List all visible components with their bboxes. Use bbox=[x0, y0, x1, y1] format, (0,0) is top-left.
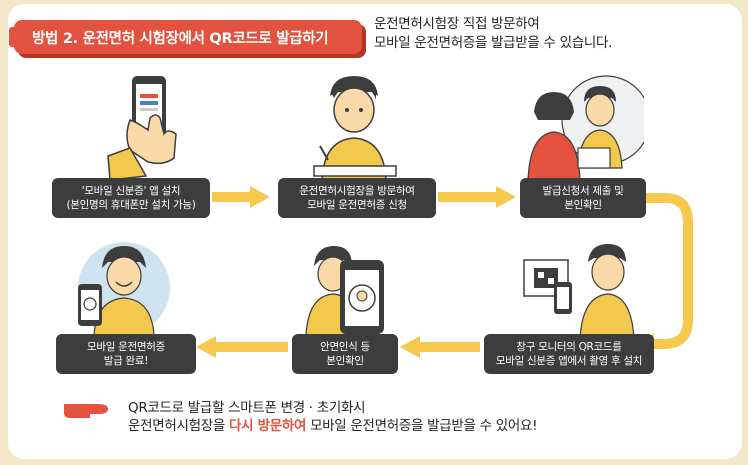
step-5-box: 안면인식 등 본인확인 bbox=[292, 334, 398, 374]
step-5-line-1: 안면인식 등 bbox=[320, 341, 370, 353]
arrow-1-to-2 bbox=[212, 192, 254, 202]
step-3-line-2: 본인확인 bbox=[564, 199, 602, 211]
arrow-head-icon bbox=[496, 186, 516, 208]
step-6-line-2: 발급 완료! bbox=[103, 355, 149, 367]
step-3-box: 발급신청서 제출 및 본인확인 bbox=[520, 178, 646, 218]
step-6-illustration bbox=[78, 242, 170, 336]
step-5-line-2: 본인확인 bbox=[326, 355, 364, 367]
note-line-2: 운전면허시험장을 다시 방문하여 모바일 운전면허증을 발급받을 수 있어요! bbox=[128, 414, 537, 434]
intro-line-2: 모바일 운전면허증을 발급받을 수 있습니다. bbox=[374, 35, 613, 51]
step-3-line-1: 발급신청서 제출 및 bbox=[542, 185, 624, 197]
arrow-head-icon bbox=[196, 336, 216, 358]
step-5-illustration bbox=[305, 246, 384, 336]
step-4-line-2: 모바일 신분증 앱에서 촬영 후 설치 bbox=[495, 355, 643, 367]
step-2-box: 운전면허시험장을 방문하여 모바일 운전면허증 신청 bbox=[278, 178, 436, 218]
page-title-text: 방법 2. 운전면허 시험장에서 QR코드로 발급하기 bbox=[32, 30, 329, 47]
pointing-hand-icon bbox=[64, 404, 108, 418]
intro-line-1: 운전면허시험장 직접 방문하여 bbox=[374, 16, 540, 32]
note-text-accent: 다시 방문하여 bbox=[228, 418, 307, 434]
page-title: 방법 2. 운전면허 시험장에서 QR코드로 발급하기 bbox=[9, 20, 362, 54]
step-2-line-1: 운전면허시험장을 방문하여 bbox=[299, 185, 415, 197]
note-text-after: 모바일 운전면허증을 발급받을 수 있어요! bbox=[306, 418, 538, 434]
intro-text: 운전면허시험장 직접 방문하여 모바일 운전면허증을 발급받을 수 있습니다. bbox=[374, 15, 612, 53]
step-6-line-1: 모바일 운전면허증 bbox=[87, 341, 165, 353]
step-6-box: 모바일 운전면허증 발급 완료! bbox=[56, 334, 196, 374]
step-4-illustration bbox=[523, 244, 635, 340]
arrow-2-to-3 bbox=[438, 192, 498, 202]
arrow-head-icon bbox=[250, 186, 270, 208]
step-1-line-2: (본인명의 휴대폰만 설치 가능) bbox=[66, 199, 196, 211]
note-text-before: 운전면허시험장을 bbox=[128, 418, 229, 434]
step-1-line-1: '모바일 신분증' 앱 설치 bbox=[81, 185, 181, 197]
note-line-1: QR코드로 발급할 스마트폰 변경 · 초기화시 bbox=[128, 400, 366, 416]
step-1-box: '모바일 신분증' 앱 설치 (본인명의 휴대폰만 설치 가능) bbox=[52, 178, 210, 218]
step-4-box: 창구 모니터의 QR코드를 모바일 신분증 앱에서 촬영 후 설치 bbox=[484, 334, 654, 374]
arrow-4-to-5 bbox=[418, 342, 480, 352]
step-2-line-2: 모바일 운전면허증 신청 bbox=[307, 199, 407, 211]
step-1-illustration bbox=[107, 76, 177, 180]
arrow-head-icon bbox=[400, 336, 420, 358]
step-4-line-1: 창구 모니터의 QR코드를 bbox=[516, 341, 622, 353]
step-3-illustration bbox=[527, 75, 644, 181]
step-2-illustration bbox=[313, 76, 397, 180]
arrow-5-to-6 bbox=[212, 342, 288, 352]
